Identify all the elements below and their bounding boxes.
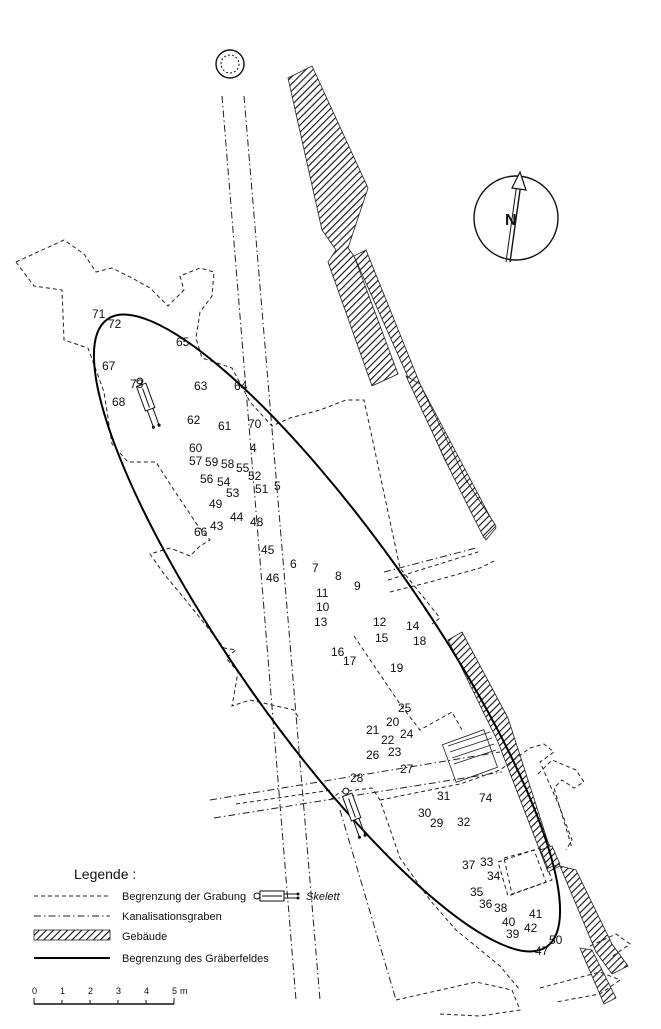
grave-number: 58 (221, 457, 235, 471)
grave-number: 9 (354, 579, 361, 593)
grave-number: 55 (236, 461, 250, 475)
grave-number: 20 (386, 715, 400, 729)
grave-number: 51 (255, 482, 269, 496)
legend-label-excavation: Begrenzung der Grabung (122, 891, 246, 903)
grave-number: 12 (373, 615, 387, 629)
north-arrow-icon: N (473, 170, 559, 263)
grave-number: 62 (187, 413, 201, 427)
grave-number: 65 (176, 335, 190, 349)
grave-number: 54 (217, 475, 231, 489)
grave-number: 7 (312, 561, 319, 575)
scale-unit: m (180, 986, 188, 996)
legend-skeleton-icon (253, 890, 300, 902)
grave-number: 48 (250, 515, 264, 529)
scale-tick-label: 0 (32, 986, 37, 996)
scale-tick-label: 4 (144, 986, 149, 996)
grave-number: 32 (457, 815, 471, 829)
grave-number: 41 (529, 907, 543, 921)
grave-number: 44 (230, 510, 244, 524)
grave-number: 16 (331, 645, 345, 659)
grave-number: 23 (388, 745, 402, 759)
skeleton-icon (341, 787, 367, 839)
legend-title: Legende : (74, 866, 136, 882)
grave-number: 46 (266, 571, 280, 585)
grave-number: 10 (316, 600, 330, 614)
grave-number: 15 (375, 631, 389, 645)
grave-number: 70 (248, 417, 262, 431)
grave-number: 34 (487, 869, 501, 883)
grave-number: 57 (189, 454, 203, 468)
grave-number: 19 (390, 661, 404, 675)
scale-tick-label: 1 (60, 986, 65, 996)
grave-number: 26 (366, 748, 380, 762)
grave-number: 43 (210, 519, 224, 533)
grave-number: 50 (549, 933, 563, 947)
grave-number: 36 (479, 897, 493, 911)
grave-number: 22 (381, 733, 395, 747)
legend-label-sewer: Kanalisationsgraben (122, 911, 222, 923)
grave-number: 64 (234, 379, 248, 393)
scale-tick-label: 5 (172, 986, 177, 996)
legend: Legende : Begrenzung der Grabung Skelett… (33, 866, 341, 965)
grave-number: 72 (108, 317, 122, 331)
grave-number: 14 (406, 619, 420, 633)
grave-number: 5 (274, 479, 281, 493)
grave-number: 42 (524, 921, 538, 935)
grave-number: 25 (398, 701, 412, 715)
legend-label-cemetery: Begrenzung des Gräberfeldes (122, 953, 269, 965)
grave-number: 74 (479, 791, 493, 805)
grave-number: 56 (200, 472, 214, 486)
sewer-trench (209, 95, 503, 1001)
grave-number: 30 (418, 806, 432, 820)
grave-number: 27 (400, 762, 414, 776)
grave-number: 28 (350, 771, 364, 785)
building-main (287, 65, 629, 1005)
grave-number: 35 (470, 885, 484, 899)
grave-number: 71 (92, 307, 106, 321)
grave-number: 17 (343, 654, 357, 668)
legend-label-building: Gebäude (122, 931, 167, 943)
grave-number: 6 (290, 557, 297, 571)
cemetery-boundary (92, 313, 562, 953)
grave-number: 47 (535, 944, 549, 958)
grave-number: 39 (506, 927, 520, 941)
skeleton-icon (135, 377, 161, 429)
grave-number: 67 (102, 359, 116, 373)
grave-number: 73 (130, 377, 144, 391)
grave-number: 40 (502, 915, 516, 929)
grave-number: 11 (316, 586, 329, 600)
grave-number: 45 (261, 543, 275, 557)
grave-number: 37 (462, 858, 476, 872)
scale-tick-label: 3 (116, 986, 121, 996)
grave-number: 66 (194, 525, 208, 539)
steps (441, 729, 499, 783)
grave-number: 63 (194, 379, 208, 393)
grave-number: 60 (189, 441, 203, 455)
grave-number: 52 (248, 469, 262, 483)
grave-number: 24 (400, 727, 414, 741)
grave-number: 13 (314, 615, 328, 629)
grave-number: 61 (218, 419, 232, 433)
manhole-icon (215, 49, 245, 79)
grave-number: 8 (335, 569, 342, 583)
grave-number: 29 (430, 816, 444, 830)
north-label: N (505, 212, 517, 229)
grave-number: 18 (413, 634, 427, 648)
scale-tick-label: 2 (88, 986, 93, 996)
grave-number: 38 (494, 901, 508, 915)
scale-bar: 0 1 2 3 4 5 m (32, 986, 188, 1005)
grave-number: 21 (366, 723, 380, 737)
grave-number: 49 (209, 497, 223, 511)
grave-number: 33 (480, 855, 494, 869)
grave-number: 4 (250, 441, 257, 455)
grave-number: 68 (112, 395, 126, 409)
grave-number: 53 (226, 486, 240, 500)
grave-number: 31 (437, 789, 451, 803)
legend-label-skeleton: Skelett (306, 891, 341, 903)
grave-labels: 71 72 65 67 73 68 63 64 62 61 70 60 4 57… (92, 307, 563, 958)
grave-number: 59 (205, 455, 219, 469)
